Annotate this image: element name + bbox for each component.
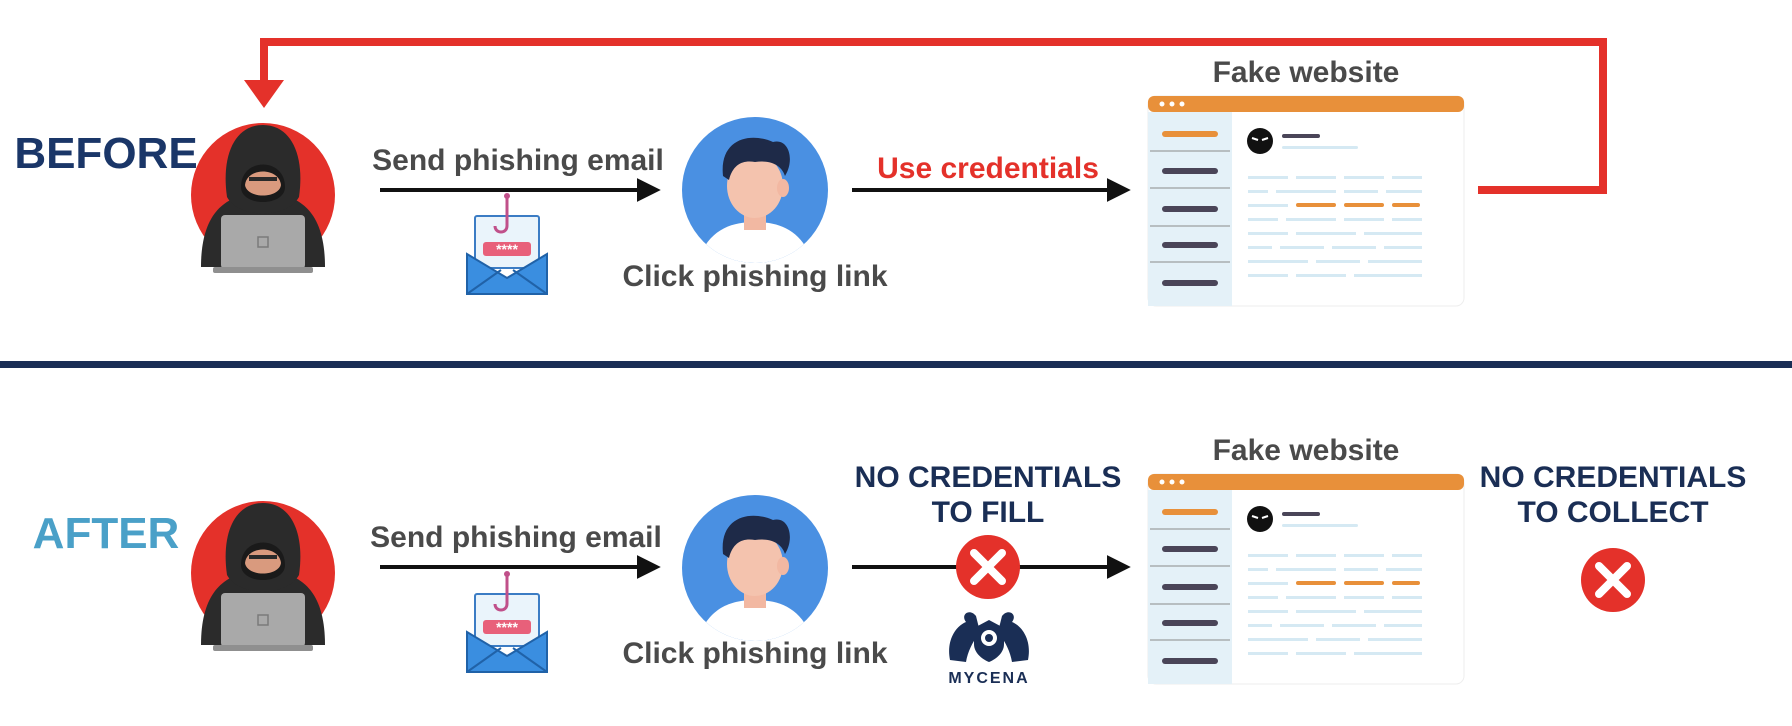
user-avatar-icon	[682, 495, 828, 648]
step2-label: Click phishing link	[622, 260, 887, 293]
site-title: Fake website	[1213, 434, 1400, 467]
blocked-fill-line2: TO FILL	[932, 496, 1045, 529]
before-phase-label: BEFORE	[14, 129, 197, 178]
before-section: BEFORE Send phishing email Click phishin…	[14, 38, 1607, 307]
blocked-collect-line1: NO CREDENTIALS	[1480, 461, 1747, 494]
site-title: Fake website	[1213, 56, 1400, 89]
hacker-icon	[190, 500, 336, 652]
mycena-logo-icon: MYCENA	[948, 612, 1029, 687]
fake-website-icon	[1147, 473, 1465, 685]
blocked-x-icon	[1581, 548, 1645, 612]
blocked-fill-line1: NO CREDENTIALS	[855, 461, 1122, 494]
phishing-email-icon	[465, 569, 549, 674]
after-section: AFTER Send phishing email Click phishing…	[33, 434, 1747, 687]
step3-label: Use credentials	[877, 152, 1099, 185]
phishing-email-icon	[465, 191, 549, 296]
brand-name: MYCENA	[948, 670, 1029, 687]
fake-website-icon	[1147, 95, 1465, 307]
hacker-icon	[190, 122, 336, 274]
step1-label: Send phishing email	[370, 521, 662, 554]
user-avatar-icon	[682, 117, 828, 270]
blocked-collect-line2: TO COLLECT	[1517, 496, 1708, 529]
step2-label: Click phishing link	[622, 637, 887, 670]
section-divider	[0, 361, 1792, 368]
credentials-return-arrow	[260, 38, 1607, 194]
step1-label: Send phishing email	[372, 144, 664, 177]
blocked-x-icon	[956, 535, 1020, 599]
after-phase-label: AFTER	[33, 509, 180, 558]
return-arrowhead	[244, 80, 284, 108]
